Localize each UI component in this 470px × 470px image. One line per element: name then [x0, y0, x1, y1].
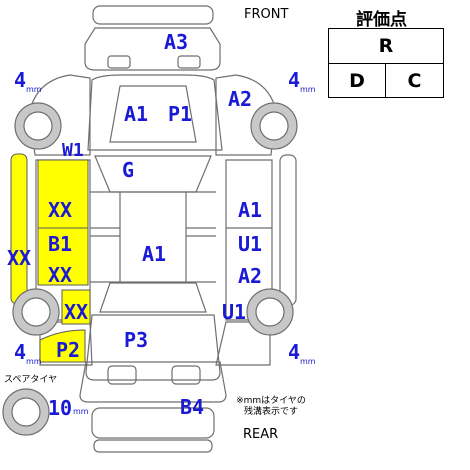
right-rocker-outline: [279, 154, 297, 306]
tread-note-line2: 残溝表示です: [243, 407, 298, 417]
mark-left-rocker: XX: [7, 246, 32, 270]
tire-front-right: [250, 102, 298, 150]
rear-label: REAR: [243, 427, 279, 442]
roof-outline: [119, 191, 187, 283]
mark-left-rear-fender: P2: [56, 338, 81, 362]
overall-score: R: [329, 29, 443, 64]
mark-left-quarter: XX: [64, 300, 89, 324]
headlight-left-outline: [107, 55, 131, 69]
mark-left-front-door: XX: [48, 198, 73, 222]
rear-bumper-bottom-outline: [93, 439, 213, 453]
mark-front-bumper: A3: [164, 30, 189, 54]
tread-front-left: 4: [14, 68, 27, 92]
taillight-right-outline: [171, 365, 201, 385]
trunk-outline: [85, 314, 221, 381]
left-rocker-damage: [10, 153, 28, 305]
mark-right-rear-door: U1: [238, 232, 263, 256]
mark-right-quarter: U1: [222, 300, 247, 324]
tread-spare-unit: mm: [73, 407, 89, 416]
tread-note-line1: ※mmはタイヤの: [236, 396, 306, 406]
tread-note: ※mmはタイヤの 残溝表示です: [226, 396, 316, 418]
right-front-fender-outline: [215, 74, 277, 156]
hood-outline: [87, 74, 223, 151]
mark-left-rear-door-b: B1: [48, 232, 73, 256]
mark-right-front-door: A1: [238, 198, 263, 222]
taillight-left-outline: [107, 365, 137, 385]
tread-front-right: 4: [288, 68, 301, 92]
rear-bumper-lower-outline: [91, 407, 215, 439]
mark-front-fender-left: W1: [62, 140, 84, 161]
tread-front-left-unit: mm: [26, 85, 42, 94]
tread-front-right-unit: mm: [300, 85, 316, 94]
left-rear-fender-damage: [39, 329, 86, 363]
hood-inner-outline: [109, 85, 197, 143]
score-table: R D C: [328, 28, 444, 98]
tire-rear-left: [12, 288, 60, 336]
tire-spare: [2, 388, 50, 436]
front-bumper-outline: [84, 27, 221, 71]
front-bumper-top-outline: [92, 5, 214, 25]
tires: [2, 102, 298, 436]
left-doors-damage: [37, 159, 89, 286]
tread-rear-right: 4: [288, 340, 301, 364]
mark-left-rear-door-x: XX: [48, 263, 73, 287]
mark-hood-a: A1: [124, 102, 149, 126]
tread-spare: 10: [48, 396, 73, 420]
interior-score: D: [329, 64, 386, 97]
left-quarter-damage: [61, 289, 91, 325]
mark-windshield: G: [122, 158, 135, 182]
spare-tire-label: スペアタイヤ: [4, 375, 58, 385]
rear-bumper-outline: [79, 361, 227, 403]
rear-window-outline: [99, 282, 207, 313]
tread-rear-left: 4: [14, 340, 27, 364]
mark-rear-bumper: B4: [180, 395, 205, 419]
left-front-fender-outline: [29, 74, 91, 156]
tire-rear-right: [246, 288, 294, 336]
mark-roof: A1: [142, 242, 167, 266]
tire-front-left: [14, 102, 62, 150]
exterior-score: C: [407, 69, 422, 92]
mark-front-fender-right: A2: [228, 87, 253, 111]
tread-rear-right-unit: mm: [300, 357, 316, 366]
mark-hood-p: P1: [168, 102, 193, 126]
tread-rear-left-unit: mm: [26, 357, 42, 366]
headlight-right-outline: [177, 55, 201, 69]
mark-right-rear-door-a: A2: [238, 264, 263, 288]
windshield-outline: [94, 155, 212, 193]
mark-trunk: P3: [124, 328, 149, 352]
front-label: FRONT: [244, 7, 289, 22]
score-title: 評価点: [356, 10, 407, 30]
